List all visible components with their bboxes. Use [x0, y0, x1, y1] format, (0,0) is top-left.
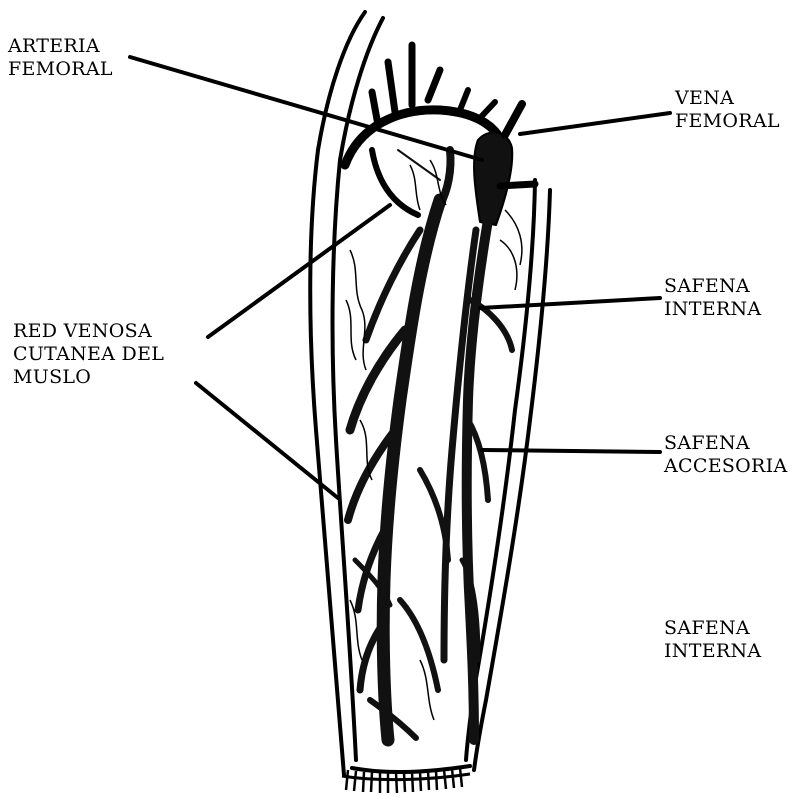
label-line: SAFENA [664, 432, 788, 455]
label-vena-femoral: VENA FEMORAL [675, 87, 780, 133]
leader-red-venosa-upper [208, 205, 390, 337]
leader-safena-interna [480, 298, 660, 308]
label-line: FEMORAL [675, 110, 780, 133]
label-safena-interna-upper: SAFENA INTERNA [664, 275, 761, 321]
label-safena-interna-lower: SAFENA INTERNA [664, 617, 761, 663]
label-line: INTERNA [664, 640, 761, 663]
label-line: ACCESORIA [664, 455, 788, 478]
label-line: RED VENOSA [13, 320, 164, 343]
label-arteria-femoral: ARTERIA FEMORAL [8, 35, 113, 81]
label-line: SAFENA [664, 275, 761, 298]
label-line: INTERNA [664, 298, 761, 321]
cutaneous-venous-network [348, 150, 451, 740]
label-line: CUTANEA DEL [13, 343, 164, 366]
label-safena-accesoria: SAFENA ACCESORIA [664, 432, 788, 478]
leader-safena-accesoria [482, 450, 660, 452]
label-line: FEMORAL [8, 58, 113, 81]
label-line: MUSLO [13, 366, 164, 389]
leader-vena-femoral [520, 113, 670, 134]
saphenous-veins [444, 220, 512, 740]
label-line: SAFENA [664, 617, 761, 640]
label-line: VENA [675, 87, 780, 110]
label-red-venosa: RED VENOSA CUTANEA DEL MUSLO [13, 320, 164, 389]
label-line: ARTERIA [8, 35, 113, 58]
